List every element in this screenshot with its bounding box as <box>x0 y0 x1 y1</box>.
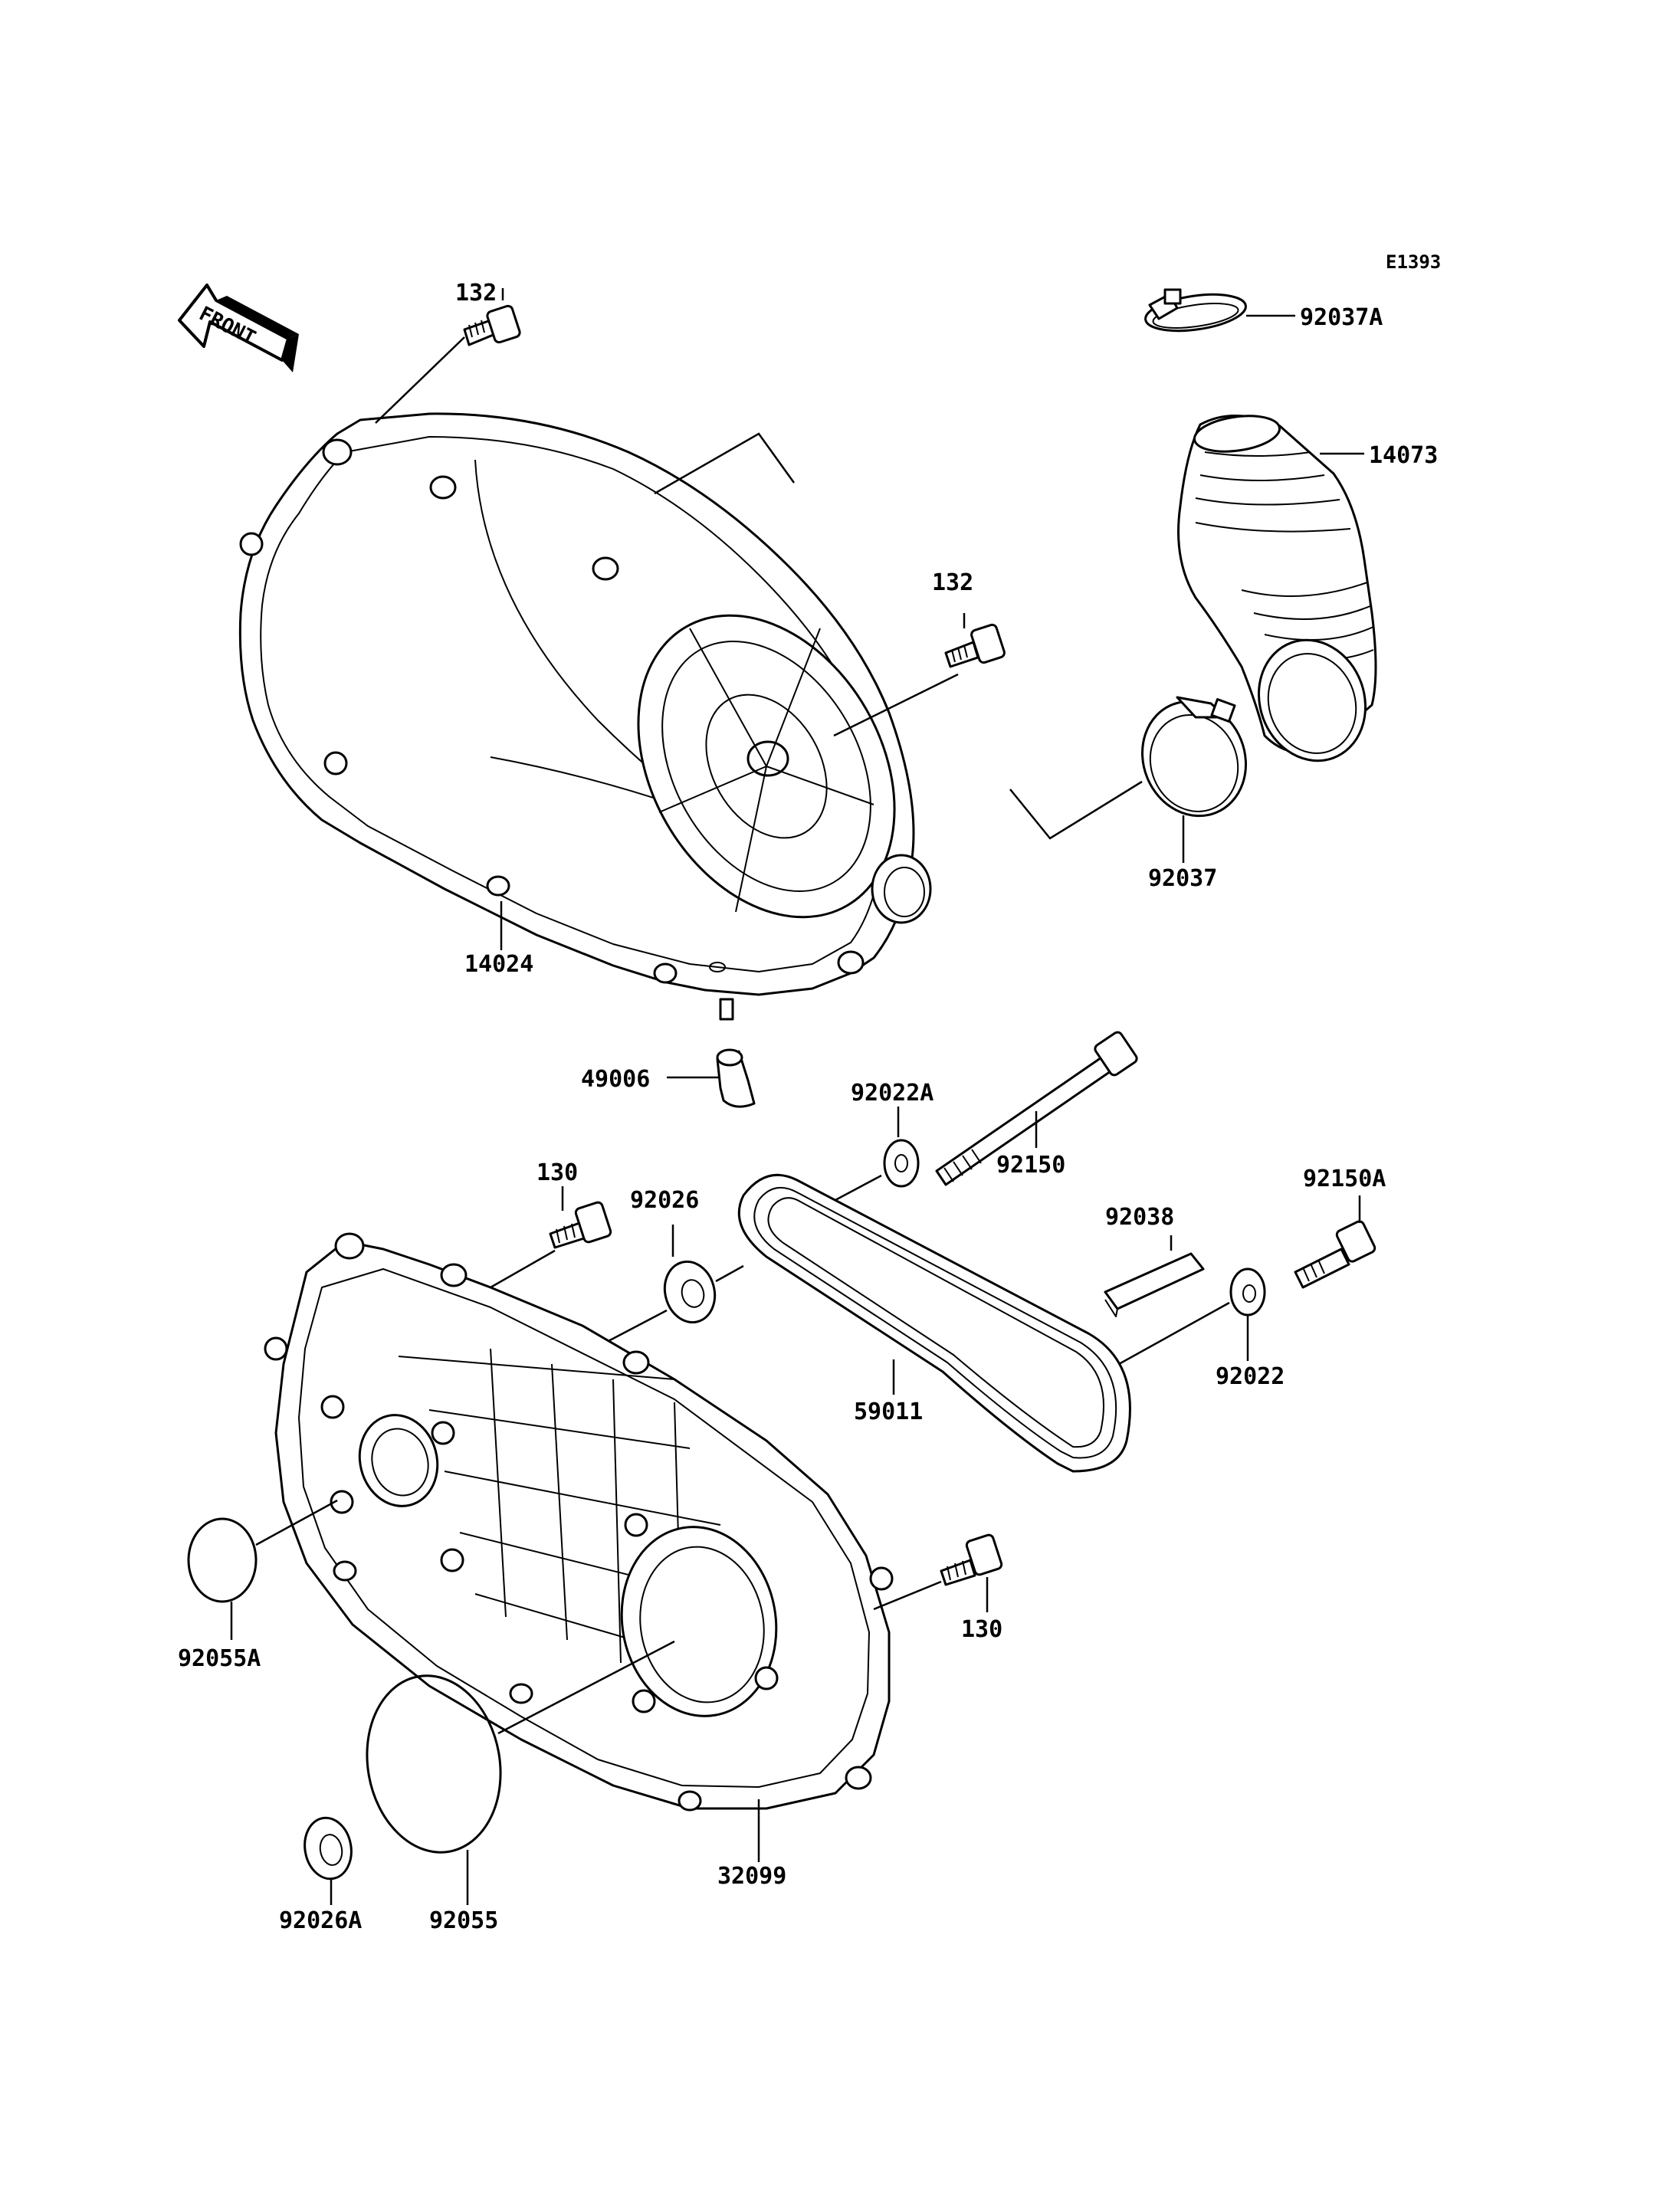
cover-fan-grille <box>637 614 896 919</box>
label-92055: 92055 <box>429 1907 498 1934</box>
washer-92022 <box>1229 1267 1266 1317</box>
label-92038: 92038 <box>1105 1204 1174 1231</box>
o-ring-92055A <box>187 1517 258 1603</box>
o-ring-92055 <box>366 1674 502 1854</box>
washer-92022A <box>883 1139 920 1188</box>
bolt-130-top <box>549 1201 612 1249</box>
hose-clamp-92037 <box>1141 696 1247 818</box>
label-32099: 32099 <box>717 1863 786 1890</box>
label-59011: 59011 <box>854 1399 923 1425</box>
hose-clamp-92037A <box>1144 288 1247 333</box>
outer-converter-cover <box>238 412 932 996</box>
label-132-mid: 132 <box>932 569 973 596</box>
key-92038 <box>1104 1252 1205 1317</box>
label-92037: 92037 <box>1148 865 1217 892</box>
drain-cap-49006 <box>716 998 756 1108</box>
air-duct-14073 <box>1177 415 1377 762</box>
bolt-132-top <box>463 304 521 346</box>
label-92150: 92150 <box>996 1152 1065 1179</box>
drive-belt-59011 <box>737 1173 1131 1473</box>
label-92037A: 92037A <box>1300 304 1383 331</box>
inner-converter-cover <box>264 1232 894 1812</box>
label-92055A: 92055A <box>178 1645 261 1672</box>
label-92022: 92022 <box>1216 1363 1285 1390</box>
label-14073: 14073 <box>1369 442 1438 469</box>
label-14024: 14024 <box>464 951 533 978</box>
bolt-130-right <box>940 1533 1003 1586</box>
front-direction-arrow: FRONT <box>178 284 299 372</box>
label-92026A: 92026A <box>279 1907 362 1934</box>
label-130-right: 130 <box>961 1616 1002 1643</box>
label-92150A: 92150A <box>1303 1166 1386 1192</box>
bolt-92150A <box>1294 1220 1376 1289</box>
long-bolt-92150 <box>935 1031 1138 1186</box>
bolt-132-mid <box>944 623 1006 668</box>
oil-seal-92026A <box>304 1816 353 1881</box>
label-49006: 49006 <box>581 1066 650 1093</box>
label-130-top: 130 <box>536 1159 578 1186</box>
label-132-top: 132 <box>455 280 497 307</box>
label-92026: 92026 <box>630 1187 699 1214</box>
label-92022A: 92022A <box>851 1080 934 1107</box>
oil-seal-92026 <box>663 1260 717 1324</box>
reference-code: E1393 <box>1386 251 1441 273</box>
